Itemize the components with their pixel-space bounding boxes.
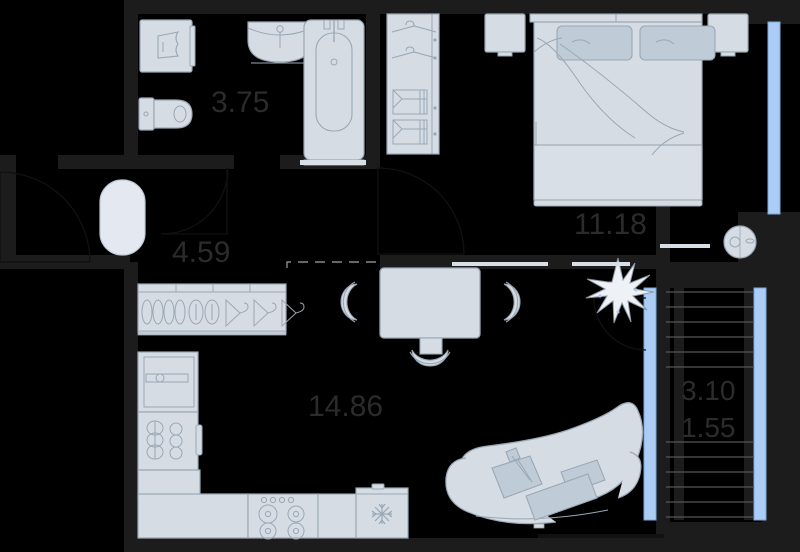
nightstand-left-icon: [484, 13, 526, 57]
area-label-balcony-reduced: 1.55: [681, 412, 736, 443]
entry-rug-icon: [99, 179, 146, 256]
microwave-icon: [137, 351, 199, 413]
area-label-bathroom: 3.75: [211, 86, 270, 119]
kitchen-sink-icon: [137, 411, 203, 471]
kitchen-counter-icon: [137, 469, 249, 539]
refrigerator-icon: [355, 483, 409, 539]
round-side-table-icon: [723, 225, 757, 259]
area-label-hall: 4.59: [172, 236, 231, 269]
bathtub-icon: [303, 19, 365, 166]
stove-icon: [247, 493, 357, 540]
door-thresholds: [300, 160, 710, 538]
bed-icon: [529, 13, 716, 207]
wash-basin-icon: [247, 21, 313, 64]
area-label-balcony: 3.10: [681, 375, 736, 406]
shoe-rack-icon: [137, 283, 305, 336]
window-glazing: [643, 21, 781, 521]
sofa-icon: [445, 402, 644, 529]
dining-table-icon: [340, 267, 521, 367]
balcony-decking: [666, 291, 754, 518]
zone-divider-dashed: [286, 261, 379, 268]
toilet-icon: [138, 97, 193, 131]
nightstand-right-icon: [707, 13, 749, 57]
washing-machine-icon: [139, 19, 196, 73]
area-label-living: 14.86: [308, 390, 384, 423]
bedroom-door-swing: [377, 167, 465, 255]
wardrobe-icon: [386, 13, 440, 155]
bathroom-door-swing: [161, 167, 229, 235]
area-label-bedroom: 11.18: [574, 208, 647, 241]
entrance-door-swing: [0, 171, 91, 263]
potted-plant-icon: [585, 257, 655, 324]
